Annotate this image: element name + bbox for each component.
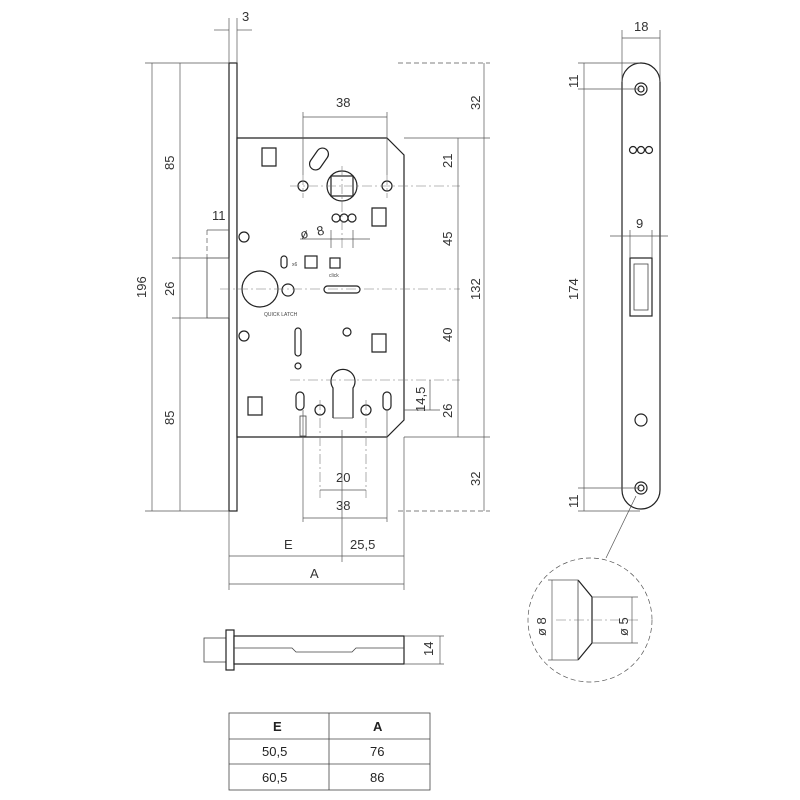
- dim-handle-screw-spacing: 38: [336, 95, 350, 110]
- bottom-view: 14: [203, 629, 444, 671]
- dimension-table: E A 50,5 76 60,5 86: [228, 712, 431, 791]
- dim-faceplate-thickness: 3: [242, 9, 249, 24]
- bottom-faceplate: [225, 629, 235, 671]
- dim-handle-to-cylinder: 132: [468, 278, 483, 300]
- dim-spindle-to-latch: 45: [440, 232, 455, 246]
- dim-top-offset: 32: [468, 96, 483, 110]
- dim-bottom-offset: 32: [468, 472, 483, 486]
- dim-latch-height: 26: [162, 282, 177, 296]
- bottom-body: [233, 635, 405, 665]
- table-cell: 60,5: [262, 770, 287, 785]
- dim-lower-height: 85: [162, 411, 177, 425]
- dim-spindle-to-top: 21: [440, 154, 455, 168]
- faceplate: [228, 62, 238, 512]
- latch-bolt: [206, 257, 230, 319]
- dim-latch-window-width: 9: [636, 216, 643, 231]
- dim-cylinder-offset: 14,5: [413, 387, 428, 412]
- side-latch-window: [629, 257, 653, 317]
- dim-latch-to-cylinder: 40: [440, 328, 455, 342]
- dim-body-depth: 25,5: [350, 537, 375, 552]
- detail-view: ø 8 ø 5: [527, 557, 653, 683]
- side-view: 18 9 11 174 11: [566, 19, 668, 559]
- option-label: x6: [292, 262, 298, 268]
- dim-side-screw-top: 11: [566, 75, 581, 89]
- quick-latch-label: QUICK LATCH: [264, 312, 298, 318]
- click-label: click: [329, 273, 339, 279]
- dim-total-depth: A: [310, 566, 319, 581]
- cylinder-hole: [330, 368, 356, 418]
- dim-cylinder-screw-spacing: 38: [336, 498, 350, 513]
- dim-outer-diameter: ø 8: [534, 617, 549, 636]
- dim-side-screw-bottom: 11: [566, 495, 581, 509]
- dim-side-width: 18: [634, 19, 648, 34]
- dim-side-screw-distance: 174: [566, 278, 581, 300]
- dim-upper-height: 85: [162, 156, 177, 170]
- dim-cylinder-hole: 26: [440, 404, 455, 418]
- table-cell: 86: [370, 770, 384, 785]
- dim-backset: E: [284, 537, 293, 552]
- table-cell: 76: [370, 744, 384, 759]
- lock-body: [236, 137, 405, 438]
- dim-inner-diameter: ø 5: [616, 617, 631, 636]
- dim-square-hole: 8: [315, 223, 326, 239]
- dim-cylinder-width: 20: [336, 470, 350, 485]
- svg-text:ø: ø: [298, 225, 310, 242]
- dim-body-thickness: 14: [421, 642, 436, 656]
- detail-circle: [527, 557, 653, 683]
- table-header-e: E: [273, 719, 282, 734]
- dim-latch-projection: 11: [212, 208, 226, 223]
- side-faceplate: [621, 62, 661, 510]
- table-header-a: A: [373, 719, 383, 734]
- dim-total-height: 196: [134, 276, 149, 298]
- table-cell: 50,5: [262, 744, 287, 759]
- front-view: x6 click QUICK LATCH 3: [134, 9, 490, 590]
